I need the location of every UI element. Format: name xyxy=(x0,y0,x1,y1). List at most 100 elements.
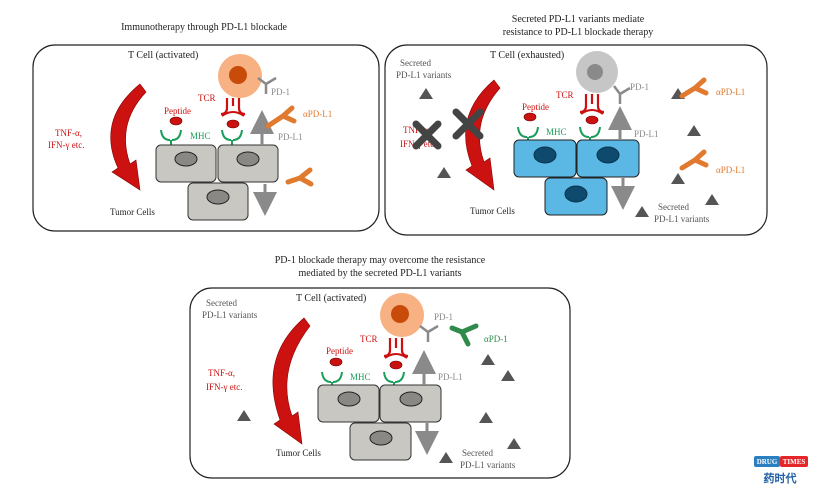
antibody-icon xyxy=(679,149,709,171)
antibody-icon xyxy=(285,167,314,187)
pd1-receptor xyxy=(257,76,277,94)
mhc-label: MHC xyxy=(546,127,567,137)
tumor-label: Tumor Cells xyxy=(110,207,155,217)
secreted-pdl1-triangle xyxy=(439,452,453,463)
cytokine-label: TNF-α, xyxy=(55,128,82,138)
peptide xyxy=(169,116,183,126)
mhc-left xyxy=(517,126,539,140)
pd1-label: PD-1 xyxy=(630,82,649,92)
pdl1-label: PD-L1 xyxy=(278,132,303,142)
tumor-nucleus xyxy=(369,430,393,446)
pdl1-label: PD-L1 xyxy=(634,129,659,139)
panel-3-title: PD-1 blockade therapy may overcome the r… xyxy=(275,255,486,266)
cytokine-label: TNF-α, xyxy=(208,368,235,378)
t-cell-label: T Cell (activated) xyxy=(128,50,198,61)
secreted-pdl1-triangle xyxy=(437,167,451,178)
secreted-label: PD-L1 variants xyxy=(396,70,452,80)
peptide-label: Peptide xyxy=(326,346,353,356)
t-cell-label: T Cell (exhausted) xyxy=(490,50,564,61)
panel-2: Secreted PD-L1 variants mediate resistan… xyxy=(384,14,768,236)
blocked-x-icon xyxy=(412,120,442,150)
antibody-label: αPD-1 xyxy=(484,334,508,344)
cytokine-label: TNF-α, xyxy=(403,125,430,135)
panel-3-title: mediated by the secreted PD-L1 variants xyxy=(299,268,462,279)
tumor-nucleus xyxy=(337,391,361,407)
logo-text: 药时代 xyxy=(764,471,797,485)
mhc-right xyxy=(579,126,601,140)
peptide-label: Peptide xyxy=(522,102,549,112)
cytokine-arrow xyxy=(465,79,501,191)
pd1-label: PD-1 xyxy=(434,312,453,322)
secreted-pdl1-triangle xyxy=(501,370,515,381)
secreted-label: PD-L1 variants xyxy=(460,460,516,470)
panel-1: Immunotherapy through PD-L1 blockade T C… xyxy=(32,22,380,232)
pd1-receptor xyxy=(613,85,631,104)
cytokine-arrow xyxy=(110,83,147,191)
tumor-label: Tumor Cells xyxy=(276,448,321,458)
mhc-left xyxy=(321,371,343,385)
peptide-bound xyxy=(389,360,403,370)
panel-2-title: Secreted PD-L1 variants mediate xyxy=(512,14,645,25)
antibody-icon xyxy=(265,105,297,129)
tumor-nucleus xyxy=(174,151,198,167)
t-cell-nucleus xyxy=(587,64,603,80)
cytokine-label: IFN-γ etc. xyxy=(48,140,84,150)
tumor-nucleus xyxy=(533,146,557,164)
secreted-pdl1-triangle xyxy=(419,88,433,99)
tcr-label: TCR xyxy=(360,334,378,344)
pd1-receptor xyxy=(419,324,439,342)
mhc-left xyxy=(160,129,182,145)
tumor-nucleus xyxy=(564,185,588,203)
antibody-label: αPD-L1 xyxy=(716,87,745,97)
secreted-pdl1-triangle xyxy=(687,125,701,136)
panel-1-title: Immunotherapy through PD-L1 blockade xyxy=(121,22,287,33)
mhc-label: MHC xyxy=(350,372,371,382)
tcr-receptor xyxy=(383,338,409,358)
peptide-bound xyxy=(226,119,240,129)
t-cell-label: T Cell (activated) xyxy=(296,293,366,304)
tumor-nucleus xyxy=(206,189,230,205)
panel-2-title: resistance to PD-L1 blockade therapy xyxy=(503,27,654,38)
cytokine-label: IFN-γ etc. xyxy=(206,382,242,392)
tcr-label: TCR xyxy=(556,90,574,100)
mhc-label: MHC xyxy=(190,131,211,141)
panel-2-frame xyxy=(384,44,768,236)
peptide xyxy=(523,112,537,122)
peptide xyxy=(329,357,343,367)
secreted-pdl1-triangle xyxy=(507,438,521,449)
t-cell-nucleus xyxy=(391,305,409,323)
peptide-bound xyxy=(585,115,599,125)
secreted-pdl1-triangle xyxy=(237,410,251,421)
secreted-pdl1-triangle xyxy=(705,194,719,205)
tumor-nucleus xyxy=(236,151,260,167)
antibody-icon xyxy=(449,323,479,347)
secreted-pdl1-triangle xyxy=(671,173,685,184)
mhc-right xyxy=(221,129,243,145)
tumor-nucleus xyxy=(596,146,620,164)
mhc-right xyxy=(383,371,405,385)
tcr-label: TCR xyxy=(198,93,216,103)
pdl1-label: PD-L1 xyxy=(438,372,463,382)
secreted-label: Secreted xyxy=(462,448,493,458)
logo-text: TIMES xyxy=(783,458,806,466)
panel-3: PD-1 blockade therapy may overcome the r… xyxy=(189,255,571,479)
secreted-pdl1-triangle xyxy=(635,206,649,217)
panel-1-frame xyxy=(32,44,380,232)
secreted-label: PD-L1 variants xyxy=(654,214,710,224)
cytokine-arrow xyxy=(272,317,311,445)
secreted-label: Secreted xyxy=(658,202,689,212)
peptide-label: Peptide xyxy=(164,106,191,116)
secreted-pdl1-triangle xyxy=(479,412,493,423)
antibody-icon xyxy=(679,77,709,99)
secreted-label: PD-L1 variants xyxy=(202,310,258,320)
secreted-label: Secreted xyxy=(400,58,431,68)
t-cell-nucleus xyxy=(229,66,247,84)
drugtimes-logo: DRUG TIMES 药时代 xyxy=(754,456,808,485)
panel-3-frame xyxy=(189,287,571,479)
antibody-label: αPD-L1 xyxy=(716,165,745,175)
antibody-label: αPD-L1 xyxy=(303,109,332,119)
tumor-nucleus xyxy=(399,391,423,407)
secreted-pdl1-triangle xyxy=(481,354,495,365)
tcr-receptor xyxy=(220,98,246,116)
